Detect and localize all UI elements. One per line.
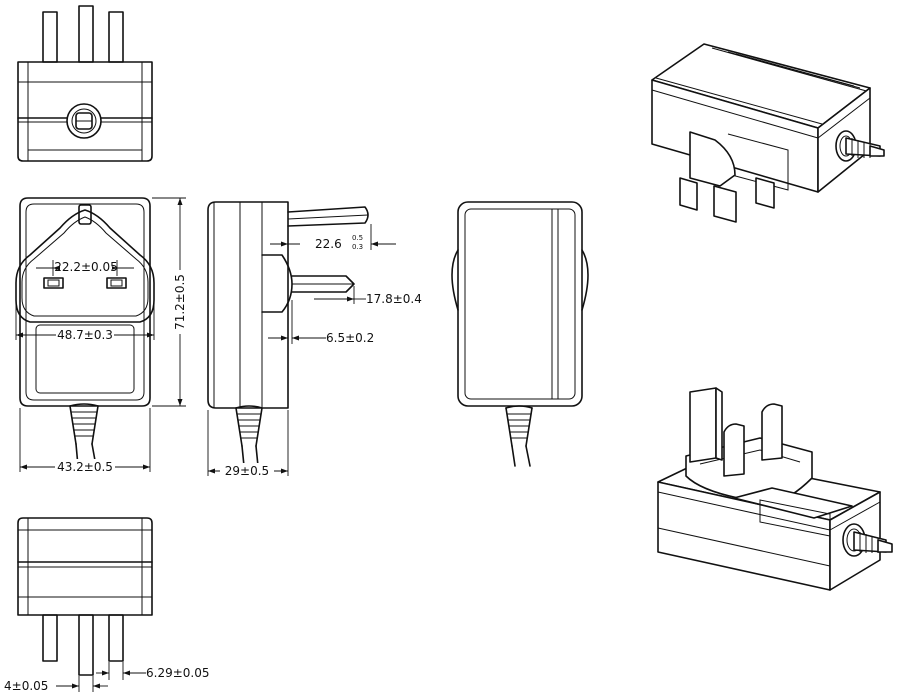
top-view xyxy=(17,5,153,162)
front-view-body xyxy=(19,197,151,407)
dim-face-width: 48.7±0.3 xyxy=(15,300,155,342)
front-view-live-pin-slot xyxy=(43,277,64,289)
bottom-view-pins xyxy=(42,614,124,676)
dim-pin-length-lower-label: 17.8±0.4 xyxy=(366,292,422,306)
dim-body-height: 71.2±0.5 xyxy=(152,197,188,407)
iso-upper-pins xyxy=(679,131,775,223)
back-view-body xyxy=(457,201,583,407)
dim-pin-thickness-label: 4±0.05 xyxy=(4,679,48,693)
side-view-cable xyxy=(235,405,263,467)
front-view-cable xyxy=(69,403,99,467)
dim-pin-width: 6.29±0.05 xyxy=(96,662,210,680)
front-view-earth-pin-slot xyxy=(78,204,92,225)
isometric-view-lower xyxy=(657,387,893,591)
dim-pin-length-main-label: 22.6 xyxy=(315,237,342,251)
side-view-body xyxy=(207,201,289,409)
dim-face-width-label: 48.7±0.3 xyxy=(57,328,113,342)
front-view: 22.2±0.05 48.7±0.3 71.2±0.5 xyxy=(15,197,188,474)
dim-pin-length-lower: 17.8±0.4 xyxy=(314,286,422,306)
front-view-neutral-pin-slot xyxy=(106,277,127,289)
iso-lower-pins xyxy=(689,387,783,477)
back-view-cable xyxy=(505,405,533,467)
iso-lower-pedestal xyxy=(733,487,853,519)
front-view-plug-face xyxy=(15,209,155,323)
dim-pin-offset: 6.5±0.2 xyxy=(268,300,374,345)
back-view xyxy=(451,201,589,467)
dim-pin-length-tol-lower: 0.3 xyxy=(352,243,363,251)
dim-pin-spacing: 22.2±0.05 xyxy=(36,259,134,276)
dim-body-depth-label: 29±0.5 xyxy=(225,464,269,478)
dim-pin-spacing-label: 22.2±0.05 xyxy=(54,260,118,274)
side-view: 22.6 0.5 0.3 17.8±0.4 6.5±0.2 xyxy=(207,201,422,478)
iso-upper-cable xyxy=(835,130,885,162)
top-view-pins xyxy=(42,5,124,63)
dim-body-width: 43.2±0.5 xyxy=(19,408,151,474)
dim-pin-length-main: 22.6 0.5 0.3 xyxy=(270,224,396,251)
dim-pin-width-label: 6.29±0.05 xyxy=(146,666,210,680)
dim-body-depth: 29±0.5 xyxy=(207,410,289,478)
top-view-cable-outlet xyxy=(66,103,102,139)
iso-lower-live-pin xyxy=(723,423,745,477)
iso-lower-earth-pin xyxy=(689,387,717,463)
bottom-view-body xyxy=(17,517,153,616)
dim-pin-offset-label: 6.5±0.2 xyxy=(326,331,374,345)
dim-pin-thickness: 4±0.05 xyxy=(4,676,108,693)
iso-lower-neutral-pin xyxy=(761,403,783,461)
dim-body-width-label: 43.2±0.5 xyxy=(57,460,113,474)
dim-body-height-label: 71.2±0.5 xyxy=(173,274,187,330)
isometric-view-upper xyxy=(651,43,885,223)
bottom-view: 4±0.05 6.29±0.05 xyxy=(4,517,210,693)
iso-lower-cable xyxy=(842,523,893,557)
dim-pin-length-tol-upper: 0.5 xyxy=(352,234,363,242)
top-view-body xyxy=(17,61,153,162)
